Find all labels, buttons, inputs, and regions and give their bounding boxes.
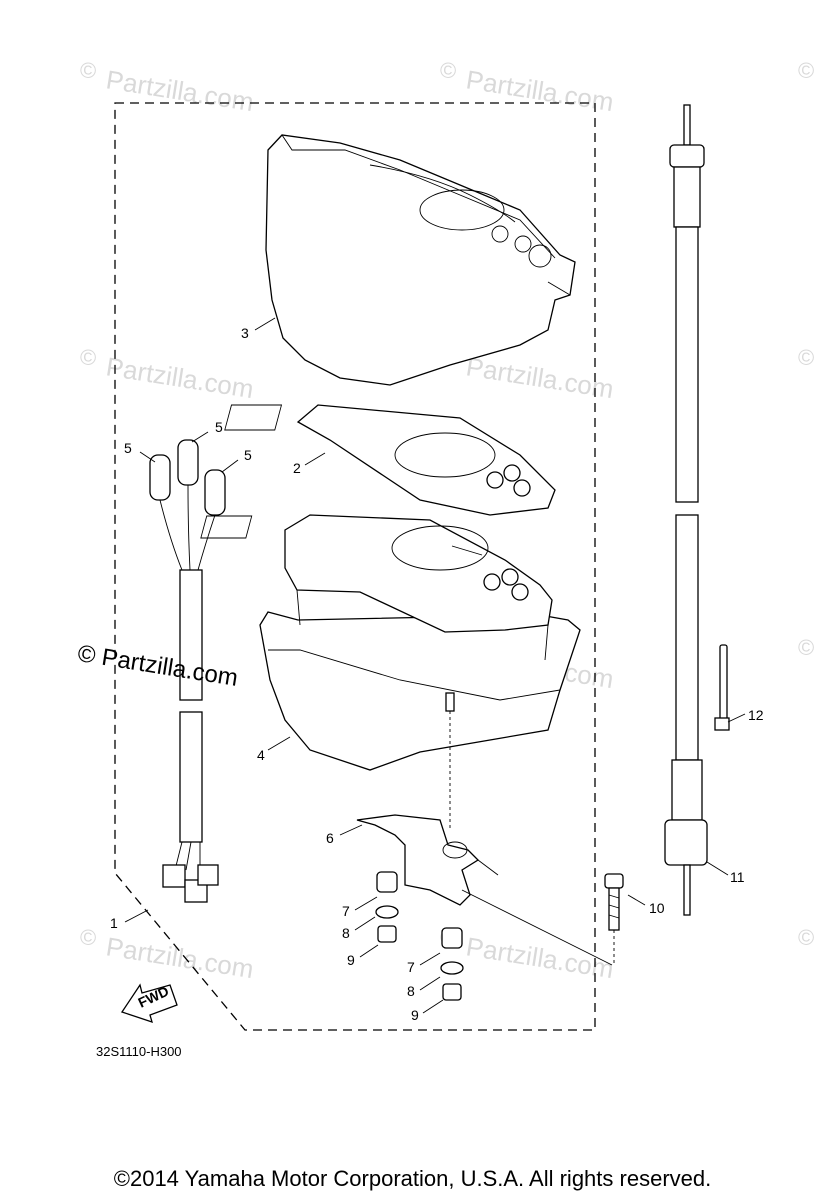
- watermark-copyright: ©: [798, 635, 814, 660]
- callouts: 3 2 4 5 5 5 6 7 8 9 7 8 9 10 11 12 1: [110, 325, 764, 1023]
- copyright-footer: ©2014 Yamaha Motor Corporation, U.S.A. A…: [113, 1166, 712, 1191]
- mounting-bracket[interactable]: [356, 814, 613, 966]
- speedometer-cable[interactable]: [664, 104, 708, 916]
- callout-9: 9: [411, 1007, 419, 1023]
- callout-9: 9: [347, 952, 355, 968]
- watermark-text: Partzilla.com: [464, 931, 616, 984]
- forward-arrow-icon: FWD: [120, 983, 178, 1024]
- wire-harness[interactable]: [149, 439, 226, 903]
- callout-11: 11: [730, 869, 745, 885]
- watermark-copyright: ©: [798, 345, 814, 370]
- callout-8: 8: [342, 925, 350, 941]
- callout-5: 5: [124, 440, 132, 456]
- watermark-text: Partzilla.com: [464, 351, 616, 404]
- watermark-copyright: ©: [80, 925, 96, 950]
- watermark-text: Partzilla.com: [104, 931, 256, 984]
- fastener-stack-right[interactable]: [440, 927, 464, 1001]
- leader-lines: [124, 317, 746, 1014]
- callout-4: 4: [257, 747, 265, 763]
- watermark-copyright: ©: [798, 58, 814, 83]
- callout-1: 1: [110, 915, 118, 931]
- assembly-boundary: [114, 102, 596, 1031]
- callout-3: 3: [241, 325, 249, 341]
- callout-7: 7: [407, 959, 415, 975]
- cable-tie[interactable]: [714, 644, 730, 731]
- fastener-stack-left[interactable]: [375, 871, 399, 943]
- watermark-text: Partzilla.com: [464, 64, 616, 117]
- callout-10: 10: [649, 900, 665, 916]
- watermark-copyright: ©: [80, 58, 96, 83]
- watermark-copyright: ©: [80, 345, 96, 370]
- callout-12: 12: [748, 707, 764, 723]
- callout-5: 5: [244, 447, 252, 463]
- watermark-copyright: ©: [798, 925, 814, 950]
- callout-7: 7: [342, 903, 350, 919]
- watermark-copyright: ©: [440, 58, 456, 83]
- watermark-text: Partzilla.com: [104, 351, 256, 404]
- bolt[interactable]: [604, 873, 624, 965]
- callout-2: 2: [293, 460, 301, 476]
- diagram-code: 32S1110-H300: [96, 1044, 182, 1059]
- watermark-text: Partzilla.com: [104, 64, 256, 117]
- meter-assembly[interactable]: [200, 514, 581, 830]
- meter-lens[interactable]: [224, 404, 556, 516]
- callout-6: 6: [326, 830, 334, 846]
- callout-8: 8: [407, 983, 415, 999]
- meter-cover[interactable]: [265, 134, 576, 386]
- callout-5: 5: [215, 419, 223, 435]
